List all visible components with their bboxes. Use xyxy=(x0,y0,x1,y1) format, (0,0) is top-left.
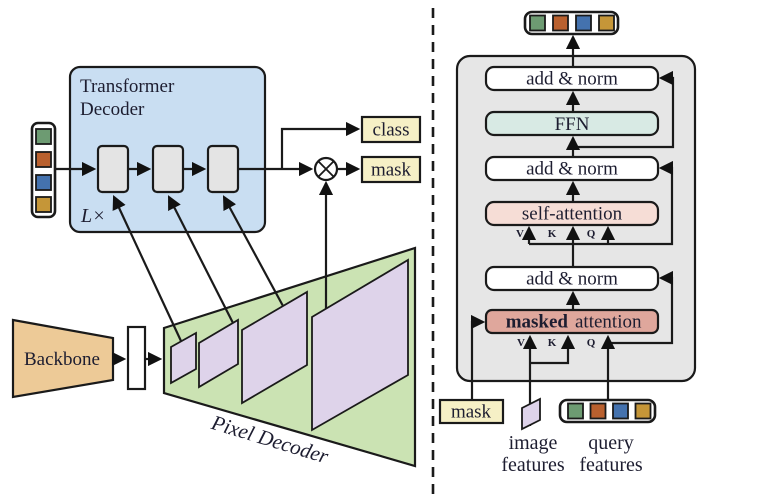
image-features-label-line1: image xyxy=(509,432,558,454)
multiply-operator-icon xyxy=(313,156,339,182)
class-output-box xyxy=(360,115,422,144)
repeat-count-label: L× xyxy=(80,205,106,227)
feature-map-4 xyxy=(311,258,409,432)
transformer-decoder-label-line2: Decoder xyxy=(80,99,145,120)
selfattn-k-label: K xyxy=(548,228,557,240)
self-attention-box xyxy=(484,200,660,227)
residual-ffn-to-addnorm1 xyxy=(573,70,675,149)
feature-map-2 xyxy=(198,318,239,389)
add-norm-1-label: add & norm xyxy=(526,69,618,90)
maskedattn-k-label: K xyxy=(548,337,557,349)
query-tokens-stack xyxy=(30,121,57,219)
decoder-layer-3 xyxy=(206,144,240,194)
output-heads: class mask xyxy=(360,115,422,184)
maskedattn-v-label: V xyxy=(517,337,525,349)
query-features-label-line2: features xyxy=(579,454,643,476)
selfattn-q-label: Q xyxy=(587,228,596,240)
arrow-map1-to-layer1 xyxy=(112,195,182,342)
vkq-labels: V K Q V K Q xyxy=(516,228,596,349)
backbone-features-box xyxy=(126,325,147,391)
query-feature-orange xyxy=(589,402,607,420)
output-tokens-stack xyxy=(523,10,620,36)
arrow-map3-to-layer3 xyxy=(222,195,284,307)
mask-input-label: mask xyxy=(451,402,492,423)
self-attention-label: self-attention xyxy=(522,204,623,225)
residual-query-to-addnorm3 xyxy=(608,270,674,345)
query-feature-gold xyxy=(634,402,652,420)
feature-to-decoder-arrows xyxy=(112,180,334,342)
decoder-flow-arrows xyxy=(55,121,361,177)
multiply-x-stroke-2 xyxy=(317,160,335,178)
transformer-decoder-panel: Transformer Decoder L× xyxy=(68,65,267,234)
add-norm-3-label: add & norm xyxy=(526,269,618,290)
image-features-label-line2: features xyxy=(501,454,565,476)
output-token-gold xyxy=(598,14,615,32)
maskedattn-q-label: Q xyxy=(587,337,596,349)
backbone-trapezoid xyxy=(11,318,115,399)
mask-output-label: mask xyxy=(371,160,412,181)
arrow-branch-to-class xyxy=(280,121,361,169)
transformer-decoder-label-line1: Transformer xyxy=(80,76,175,97)
query-feature-blue xyxy=(612,402,629,420)
selfattn-v-label: V xyxy=(516,228,524,240)
output-token-orange xyxy=(552,14,569,32)
arrow-mask-to-maskedattn xyxy=(470,314,486,400)
output-tokens-frame xyxy=(523,10,620,36)
query-token-blue xyxy=(35,174,52,191)
center-flow-arrows xyxy=(521,34,616,310)
mask-output-box xyxy=(360,155,422,184)
feature-map-1 xyxy=(170,331,197,385)
residual-connections xyxy=(529,70,675,345)
masked-attention-label-bold: masked xyxy=(506,312,569,333)
masked-attention-label-rest: attention xyxy=(575,312,642,333)
add-norm-3-box xyxy=(484,265,660,292)
add-norm-1-box xyxy=(484,65,660,92)
output-token-blue xyxy=(575,14,592,32)
image-features-shape xyxy=(521,397,541,431)
query-features-label-line1: query xyxy=(588,432,634,454)
arrow-image-to-maskedattn-k xyxy=(530,334,576,365)
add-norm-2-label: add & norm xyxy=(526,159,618,180)
add-norm-2-box xyxy=(484,155,660,182)
class-output-label: class xyxy=(373,120,410,141)
ffn-box xyxy=(484,110,660,137)
query-token-gold xyxy=(35,196,52,213)
mask-input-box xyxy=(438,398,505,425)
decoder-layer-1 xyxy=(96,144,130,194)
ffn-label: FFN xyxy=(555,114,590,135)
query-feature-green xyxy=(567,402,584,420)
backbone-label: Backbone xyxy=(24,349,100,370)
pixel-decoder-block: Pixel Decoder xyxy=(162,246,417,469)
layer-blocks: add & norm FFN add & norm self-attention… xyxy=(484,65,660,335)
query-token-orange xyxy=(35,151,52,168)
masked-attention-box xyxy=(484,308,660,335)
decoder-layer-2 xyxy=(151,144,185,194)
feature-map-3 xyxy=(241,290,308,405)
bottom-inputs: mask image features query features xyxy=(438,397,657,476)
backbone-block: Backbone xyxy=(11,318,163,399)
residual-to-addnorm2 xyxy=(529,160,674,246)
arrow-map2-to-layer2 xyxy=(168,195,234,324)
query-token-green xyxy=(35,128,52,145)
output-token-green xyxy=(529,14,546,32)
